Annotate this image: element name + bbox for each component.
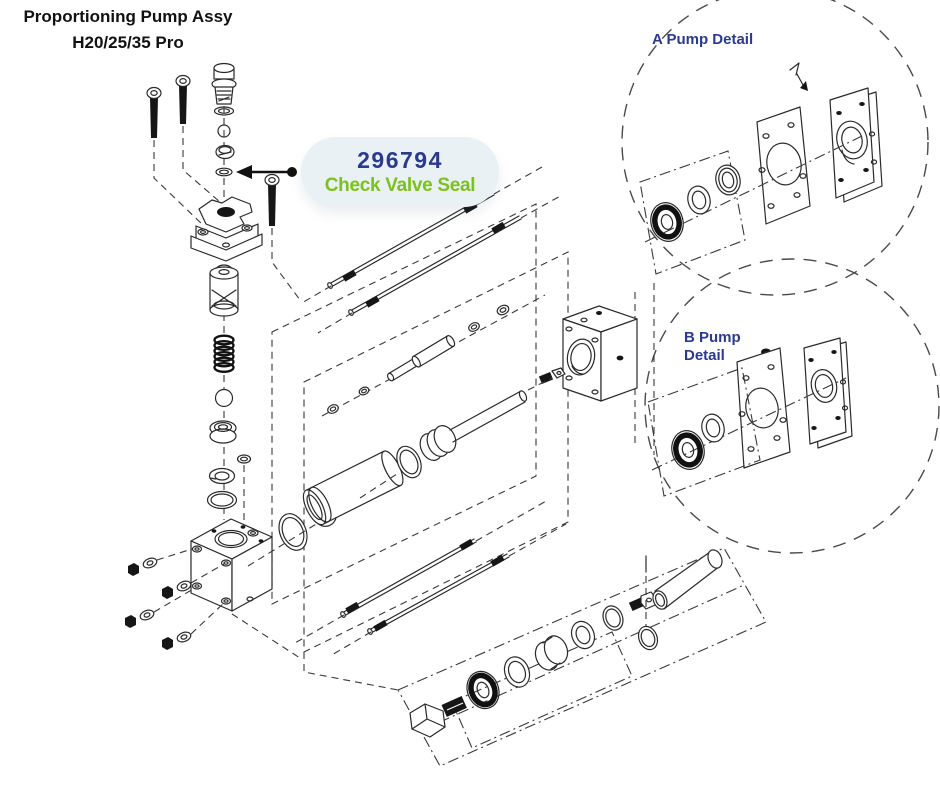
title-line-2: H20/25/35 Pro — [72, 32, 184, 52]
cap-screw-2 — [175, 74, 191, 124]
screw2-leader — [182, 126, 221, 203]
a-end-plate — [829, 87, 883, 203]
a-grooved-seal — [715, 164, 741, 196]
seal-kit-inner-box — [451, 631, 633, 749]
mounting-screw-3 — [125, 587, 196, 628]
shaft-group — [321, 294, 546, 417]
pump-block — [190, 518, 273, 612]
b-washer-seal — [701, 413, 725, 443]
tie-rod-3 — [294, 499, 549, 644]
part-callout[interactable]: 296794 Check Valve Seal — [301, 137, 499, 207]
a-centerline — [644, 135, 863, 243]
kit-black-oring — [466, 670, 500, 710]
seal-kit-box — [397, 547, 767, 767]
check-ball-large — [214, 388, 234, 408]
screw1-leader — [153, 140, 205, 227]
valve-block — [190, 196, 263, 262]
head-fitting — [538, 367, 566, 384]
kit-cup-seal — [534, 635, 569, 671]
washer-seal — [208, 467, 236, 485]
shaft-oring-4 — [496, 304, 510, 316]
a-seal-group-box — [639, 150, 746, 275]
title-line-1: Proportioning Pump Assy — [23, 7, 233, 26]
kit-ring — [602, 605, 624, 631]
kit-seal-ring — [503, 656, 531, 688]
mounting-screw-1 — [128, 548, 193, 576]
b-detail-label-line1: B Pump — [684, 329, 741, 346]
tie-rod-2 — [317, 194, 563, 334]
part-number: 296794 — [357, 147, 443, 173]
large-oring — [206, 490, 238, 510]
a-pump-detail: A Pump Detail — [621, 0, 929, 296]
cylinder-sleeve — [302, 450, 404, 526]
kit-washer-seal — [570, 620, 596, 650]
b-detail-label-line2: Detail — [684, 347, 725, 364]
grooved-seat — [209, 420, 237, 444]
mounting-screw-4 — [162, 601, 226, 650]
seal-kit — [397, 547, 767, 767]
b-detail-circle — [644, 258, 940, 554]
tie-rod-4 — [329, 523, 567, 657]
piston-shaft — [386, 335, 456, 382]
piston — [419, 390, 528, 461]
screw3-leader — [271, 228, 301, 301]
a-gasket-plate — [756, 106, 811, 225]
cylinder-centerline — [359, 471, 401, 499]
shaft-oring-1 — [327, 404, 339, 414]
b-centerline — [651, 377, 847, 471]
valve-cage — [209, 266, 239, 317]
kit-nut — [628, 591, 657, 612]
drain-plug — [409, 696, 467, 738]
b-pump-detail: B Pump Detail — [644, 258, 940, 554]
cap-screw-1 — [146, 86, 162, 138]
b-end-plate — [803, 337, 853, 449]
shaft-oring-2 — [358, 386, 370, 396]
valve-group — [146, 62, 301, 301]
a-detail-circle — [621, 0, 929, 296]
a-black-seal — [650, 202, 684, 242]
check-valve-seal — [215, 167, 233, 177]
seal-kit-centerline — [419, 584, 745, 732]
b-seal-group-box — [647, 367, 761, 497]
tie-rods-top — [299, 166, 563, 334]
a-detail-label: A Pump Detail — [652, 31, 753, 48]
tie-rod-1 — [299, 166, 543, 305]
part-name: Check Valve Seal — [324, 175, 476, 196]
spring — [213, 334, 235, 373]
kit-oring-2 — [637, 625, 659, 651]
b-gasket-plate — [736, 347, 791, 469]
mounting-screw-2 — [162, 563, 225, 599]
valve-seat — [215, 144, 235, 160]
fitting-leader — [527, 377, 553, 391]
page-title: Proportioning Pump Assy H20/25/35 Pro — [0, 4, 256, 55]
valve-plug — [211, 62, 237, 105]
pump-head-block — [527, 305, 638, 402]
a-detail-arrow-icon — [789, 62, 808, 91]
shaft-oring-3 — [468, 322, 480, 332]
a-washer-seal — [687, 185, 711, 215]
kit-cylinder-rod — [652, 549, 723, 610]
cap-screw-3 — [264, 173, 280, 226]
b-black-seal — [671, 430, 705, 470]
callout-arrow — [236, 165, 297, 179]
cylinder-group — [302, 390, 528, 526]
valve-chain — [206, 266, 252, 540]
tie-rods-bottom — [294, 499, 567, 657]
cylinder-oring — [396, 445, 422, 479]
